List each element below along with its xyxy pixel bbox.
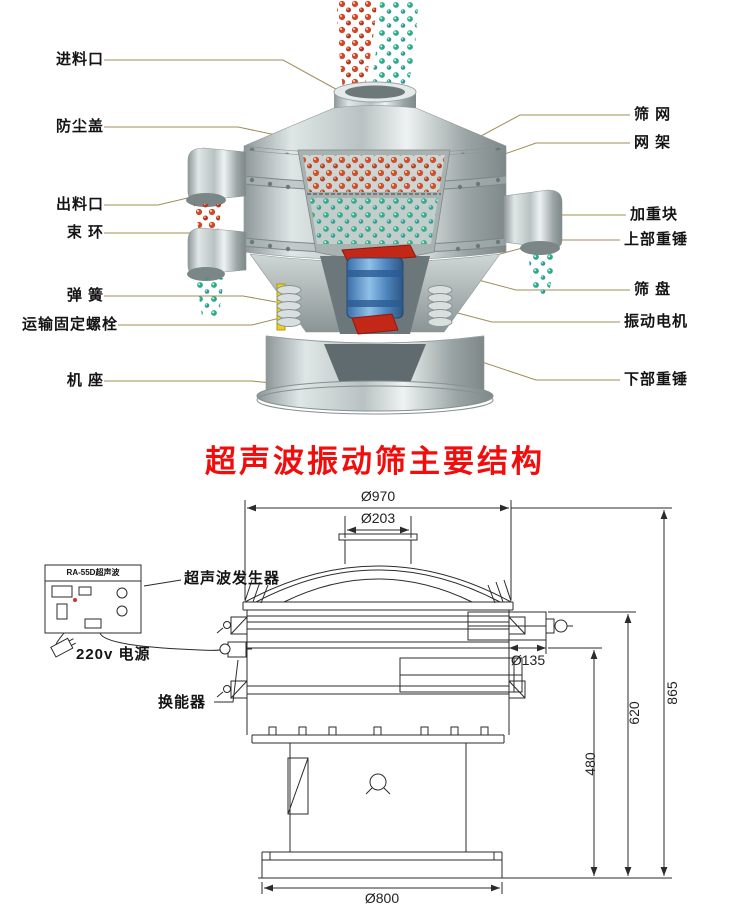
feed-particle-stream <box>337 0 418 100</box>
engineering-lines <box>44 500 672 894</box>
dim-inlet-diameter: Ø203 <box>360 510 396 526</box>
page-title: 超声波振动筛主要结构 <box>205 444 545 479</box>
label-ultrasonic-generator: 超声波发生器 <box>184 570 281 587</box>
dimension-drawing-section: RA-55D超声波 超声波发生器 220v 电源 换能器 Ø970 Ø203 Ø… <box>0 480 750 921</box>
left-lower-spout <box>187 227 247 316</box>
left-discharge-spout <box>186 147 247 238</box>
dim-outlet-height: 480 <box>582 752 598 776</box>
label-vibration-motor: 振动电机 <box>624 313 689 330</box>
machine-cutaway-drawing <box>104 0 630 415</box>
dim-total-height: 865 <box>664 681 680 705</box>
power-plug-graphic <box>50 637 77 658</box>
vibration-motor-graphic <box>341 244 417 335</box>
label-discharge-outlet: 出料口 <box>55 196 104 213</box>
label-feed-inlet: 进料口 <box>55 51 104 68</box>
label-weight-block: 加重块 <box>630 206 679 223</box>
spring-left-graphic <box>276 283 302 331</box>
spring-right-graphic <box>427 285 453 327</box>
label-machine-base: 机 座 <box>66 372 104 389</box>
generator-box-label: RA-55D超声波 <box>66 568 120 577</box>
label-dust-cover: 防尘盖 <box>55 118 104 135</box>
cutaway-interior <box>297 149 451 265</box>
label-sieve-tray: 筛 盘 <box>634 281 672 298</box>
label-clamp-ring: 束 环 <box>66 224 104 241</box>
dim-mid-height: 620 <box>626 701 642 725</box>
feed-inlet-graphic <box>333 81 417 110</box>
machine-base-graphic <box>256 335 494 415</box>
dim-outlet-diameter: Ø135 <box>510 652 546 668</box>
transducer-graphic <box>219 641 252 658</box>
label-mesh-frame: 网 架 <box>634 134 672 151</box>
dim-base-diameter: Ø800 <box>364 890 400 906</box>
right-discharge-spout <box>503 189 563 294</box>
machine-body <box>186 0 563 415</box>
structure-illustration-section: 进料口 防尘盖 出料口 束 环 弹 簧 运输固定螺栓 机 座 筛 网 网 架 加… <box>0 0 750 430</box>
engineering-drawing <box>44 500 672 894</box>
dim-top-diameter: Ø970 <box>360 488 396 504</box>
label-spring: 弹 簧 <box>66 287 104 304</box>
generator-box-graphic <box>44 564 142 634</box>
label-transport-bolt: 运输固定螺栓 <box>21 316 118 333</box>
label-transducer: 换能器 <box>158 694 207 711</box>
label-screen-mesh: 筛 网 <box>634 106 672 123</box>
label-lower-hammer: 下部重锤 <box>624 371 689 388</box>
label-upper-hammer: 上部重锤 <box>624 231 689 248</box>
label-power-supply: 220v 电源 <box>76 646 151 663</box>
